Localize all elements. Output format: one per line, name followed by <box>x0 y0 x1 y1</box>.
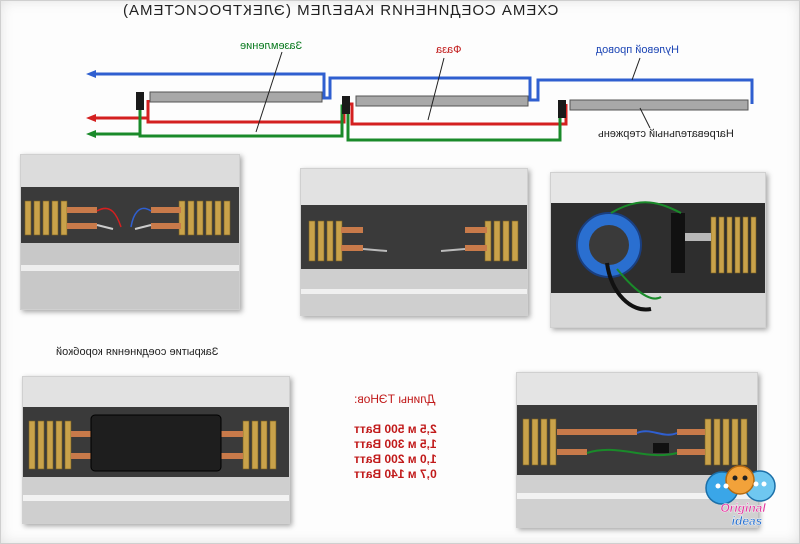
length-row: 2,5 м 500 Ватт <box>353 422 437 436</box>
label-phase: Фаза <box>436 44 462 56</box>
phase-arrow <box>86 114 96 122</box>
length-row: 1,0 м 200 Ватт <box>353 452 437 466</box>
ground-arrow <box>86 130 96 138</box>
photo-junction-box <box>550 172 766 328</box>
ground-pointer <box>255 51 283 133</box>
heating-rod-3 <box>569 99 749 111</box>
heating-rod-2 <box>355 95 529 107</box>
label-close-box: Закрытие соединения коробкой <box>56 346 219 358</box>
logo-text-line1: Original <box>720 501 766 515</box>
wiring-diagram <box>86 51 754 142</box>
original-ideas-logo: Original ideas <box>700 458 786 530</box>
neutral-wire <box>92 72 754 104</box>
phase-pointer <box>427 57 445 121</box>
lengths-title: Длины ТЭНов: <box>354 392 436 406</box>
rod-pointer <box>639 107 651 129</box>
label-ground: Заземление <box>240 40 303 52</box>
neutral-pointer <box>631 57 641 81</box>
logo-text-line2: ideas <box>732 514 763 528</box>
photo-heaters-separate <box>20 154 240 310</box>
rod-end-block-3 <box>558 100 566 118</box>
rod-end-block-1 <box>136 92 144 110</box>
heater-lengths: Длины ТЭНов: 2,5 м 500 Ватт 1,5 м 300 Ва… <box>330 392 460 482</box>
label-heating-rod: Нагревательный стержень <box>598 128 734 140</box>
rod-end-block-2 <box>342 96 350 114</box>
photo-closed-box <box>22 376 290 524</box>
label-neutral: Нулевой провод <box>596 44 679 56</box>
length-row: 1,5 м 300 Ватт <box>353 437 437 451</box>
heating-rod-1 <box>149 91 323 103</box>
neutral-arrow <box>86 70 96 78</box>
photo-heaters-rod-ends <box>300 168 528 316</box>
length-row: 0,7 м 140 Ватт <box>353 467 437 481</box>
